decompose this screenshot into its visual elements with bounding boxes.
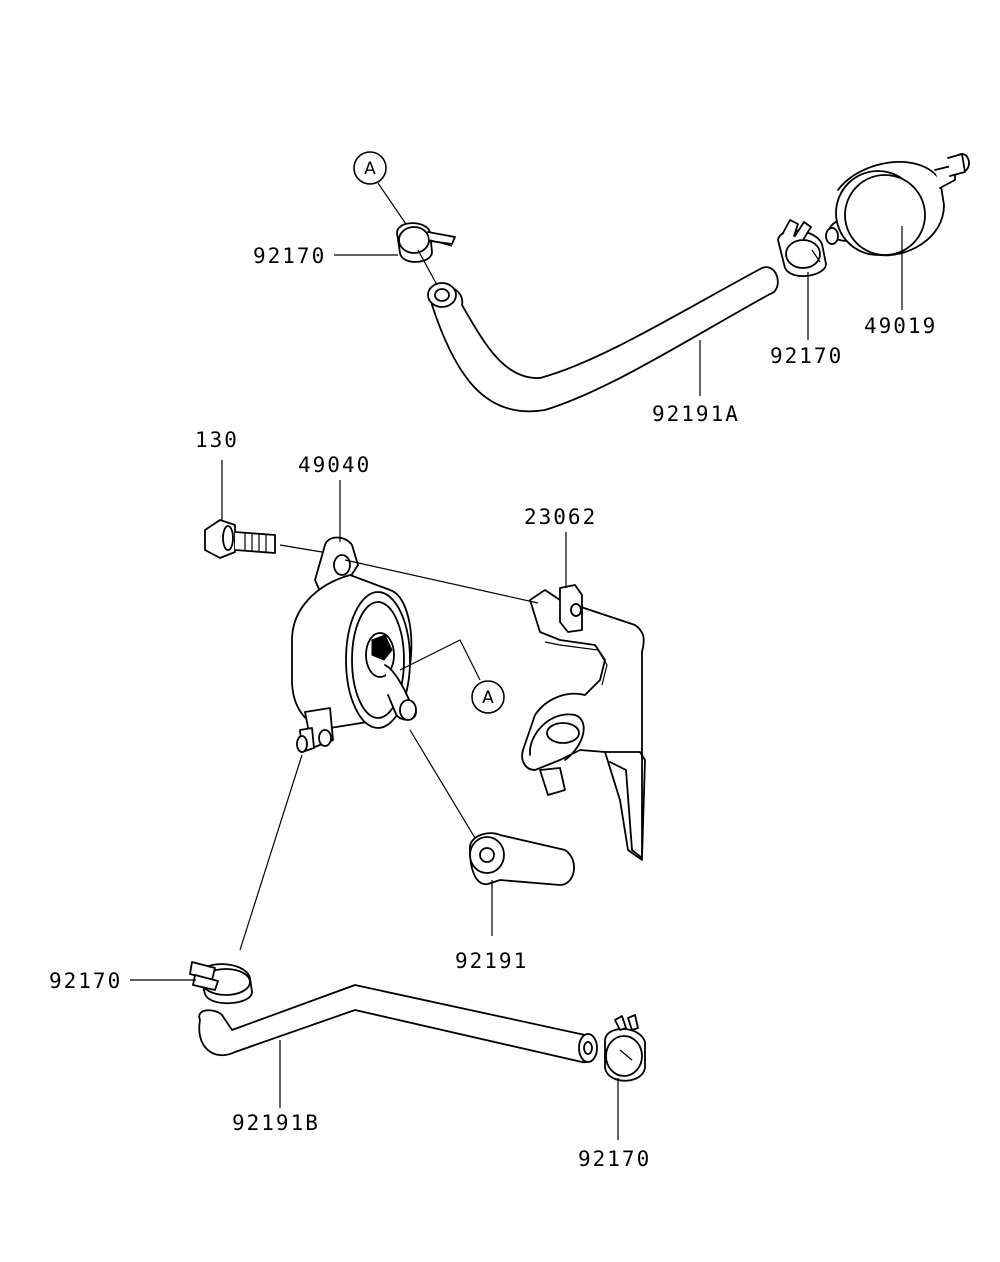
hose-92191b [198,984,598,1063]
label-hose-b: 92191B [232,1111,320,1135]
label-clamp-lower-right: 92170 [578,1147,651,1171]
label-filter: 49019 [864,314,937,338]
label-clamp-filter: 92170 [770,344,843,368]
label-clamp-lower-left: 92170 [49,969,122,993]
label-bolt: 130 [195,428,239,452]
label-pump: 49040 [298,453,371,477]
callout-a-middle-letter: A [482,688,494,708]
fuel-filter [825,153,970,257]
clamp-lower-right [604,1014,646,1082]
label-clamp-top-left: 92170 [253,244,326,268]
callout-a-middle: A [471,680,505,714]
hose-92191a [427,266,779,413]
callout-a-top-letter: A [364,159,376,179]
callout-a-top: A [353,151,411,231]
clamp-filter [777,219,827,277]
bracket-23062 [344,559,646,861]
label-bracket: 23062 [524,505,597,529]
clamp-top-left [396,222,456,286]
hose-92191 [409,729,575,886]
bolt-130 [204,519,341,559]
fuel-pump [291,536,417,753]
clamp-lower-left [189,961,253,1005]
label-hose-a: 92191A [652,402,740,426]
label-hose-short: 92191 [455,949,528,973]
